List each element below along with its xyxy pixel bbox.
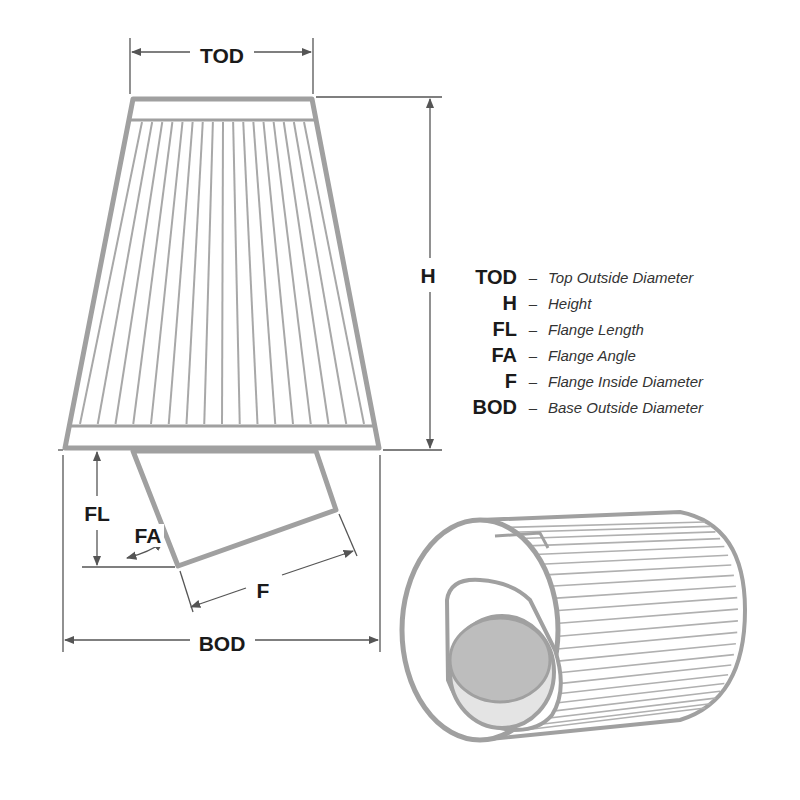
dimension-lines xyxy=(58,38,442,652)
pleat-line xyxy=(222,122,223,424)
key-description: Base Outside Diameter xyxy=(548,400,703,415)
key-description: Top Outside Diameter xyxy=(548,270,693,285)
pleat-line xyxy=(204,122,213,424)
pleat-line xyxy=(545,565,731,575)
key-dash: – xyxy=(529,270,537,285)
pleat-line xyxy=(553,644,736,662)
pleat-line xyxy=(512,526,710,532)
pleat-line xyxy=(528,539,720,546)
key-abbreviation: FL xyxy=(493,319,517,339)
pleat-line xyxy=(540,555,728,564)
pleat-line xyxy=(187,122,203,424)
key-description: Flange Angle xyxy=(548,348,636,363)
key-abbreviation: H xyxy=(503,293,517,313)
key-description: Flange Inside Diameter xyxy=(548,374,703,389)
pleat-line xyxy=(98,122,152,424)
key-abbreviation: TOD xyxy=(475,267,517,287)
pleat-line xyxy=(80,122,142,424)
key-abbreviation: F xyxy=(505,371,517,391)
dimension-label: F xyxy=(254,579,273,602)
pleat-line xyxy=(553,586,736,598)
dimension-label: H xyxy=(417,264,438,287)
pleat-line xyxy=(540,675,728,696)
pleat-line xyxy=(549,655,733,674)
key-dash: – xyxy=(529,322,537,337)
pleat-line xyxy=(151,122,183,424)
pleat-line xyxy=(555,598,737,611)
key-dash: – xyxy=(529,374,537,389)
pleat-line xyxy=(294,122,346,424)
pleat-line xyxy=(304,122,364,424)
key-abbreviation: FA xyxy=(491,345,517,365)
key-description: Flange Length xyxy=(548,322,644,337)
dimension-label: BOD xyxy=(196,632,249,655)
pleat-lines xyxy=(80,122,364,424)
pleat-line xyxy=(243,122,257,424)
key-dash: – xyxy=(529,400,537,415)
key-dash: – xyxy=(529,348,537,363)
pleat-line xyxy=(549,575,733,586)
key-description: Height xyxy=(548,296,591,311)
pleat-line xyxy=(520,532,715,539)
filter-3d-view xyxy=(402,512,745,740)
filter-cone xyxy=(65,99,379,448)
pleat-line xyxy=(534,547,724,555)
dimension-label: FA xyxy=(132,524,165,547)
pleat-line xyxy=(233,122,240,424)
dimension-label: TOD xyxy=(197,44,247,67)
key-dash: – xyxy=(529,296,537,311)
key-abbreviation: BOD xyxy=(473,397,517,417)
flange xyxy=(133,451,336,566)
pleat-line xyxy=(545,665,731,685)
pleat-line xyxy=(556,609,738,623)
pleat-line xyxy=(253,122,275,424)
dimension-label: FL xyxy=(81,502,113,525)
pleat-line xyxy=(284,122,329,424)
